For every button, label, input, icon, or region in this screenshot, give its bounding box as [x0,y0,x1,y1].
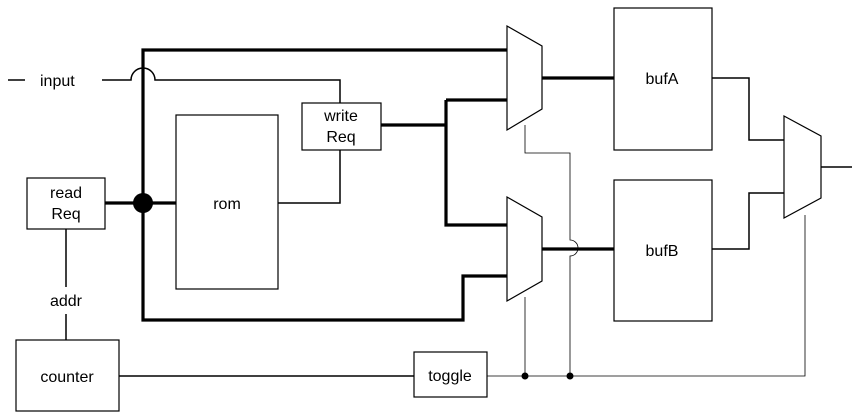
rom-box [175,114,279,290]
rom-to-write-req-wire [278,150,341,204]
addr-label: addr [50,293,83,310]
write-req-label-line2: Req [326,129,355,146]
junction-dot [566,372,574,380]
counter-box [15,339,120,412]
junction-dot [133,193,153,213]
mux-lower [506,195,543,303]
toggle-label: toggle [428,368,472,385]
toggle-to-upper-mux-select [524,125,579,376]
write-req-box [301,102,382,151]
write-req-label-line1: write [323,108,358,125]
read-req-box [26,177,106,230]
counter-label: counter [40,369,94,386]
spine-bus [141,48,507,203]
write-req-to-muxes-bus [381,98,507,227]
toggle-to-selects-wire [487,215,806,377]
bufb-box [613,179,713,322]
bufa-label: bufA [646,71,679,88]
bufb-label: bufB [646,243,679,260]
bufa-box [613,7,713,151]
rom-label: rom [213,196,241,213]
mux-upper [506,24,543,132]
junction-dot [521,372,529,380]
input-label: input [40,73,75,90]
read-req-label-line2: Req [51,206,80,223]
mux-output [783,114,822,220]
bufa-to-out-mux-wire [712,77,784,141]
toggle-box [413,351,488,398]
spine-bus-lower [141,203,507,322]
read-req-label-line1: read [50,185,82,202]
bufb-to-out-mux-wire [712,192,784,250]
